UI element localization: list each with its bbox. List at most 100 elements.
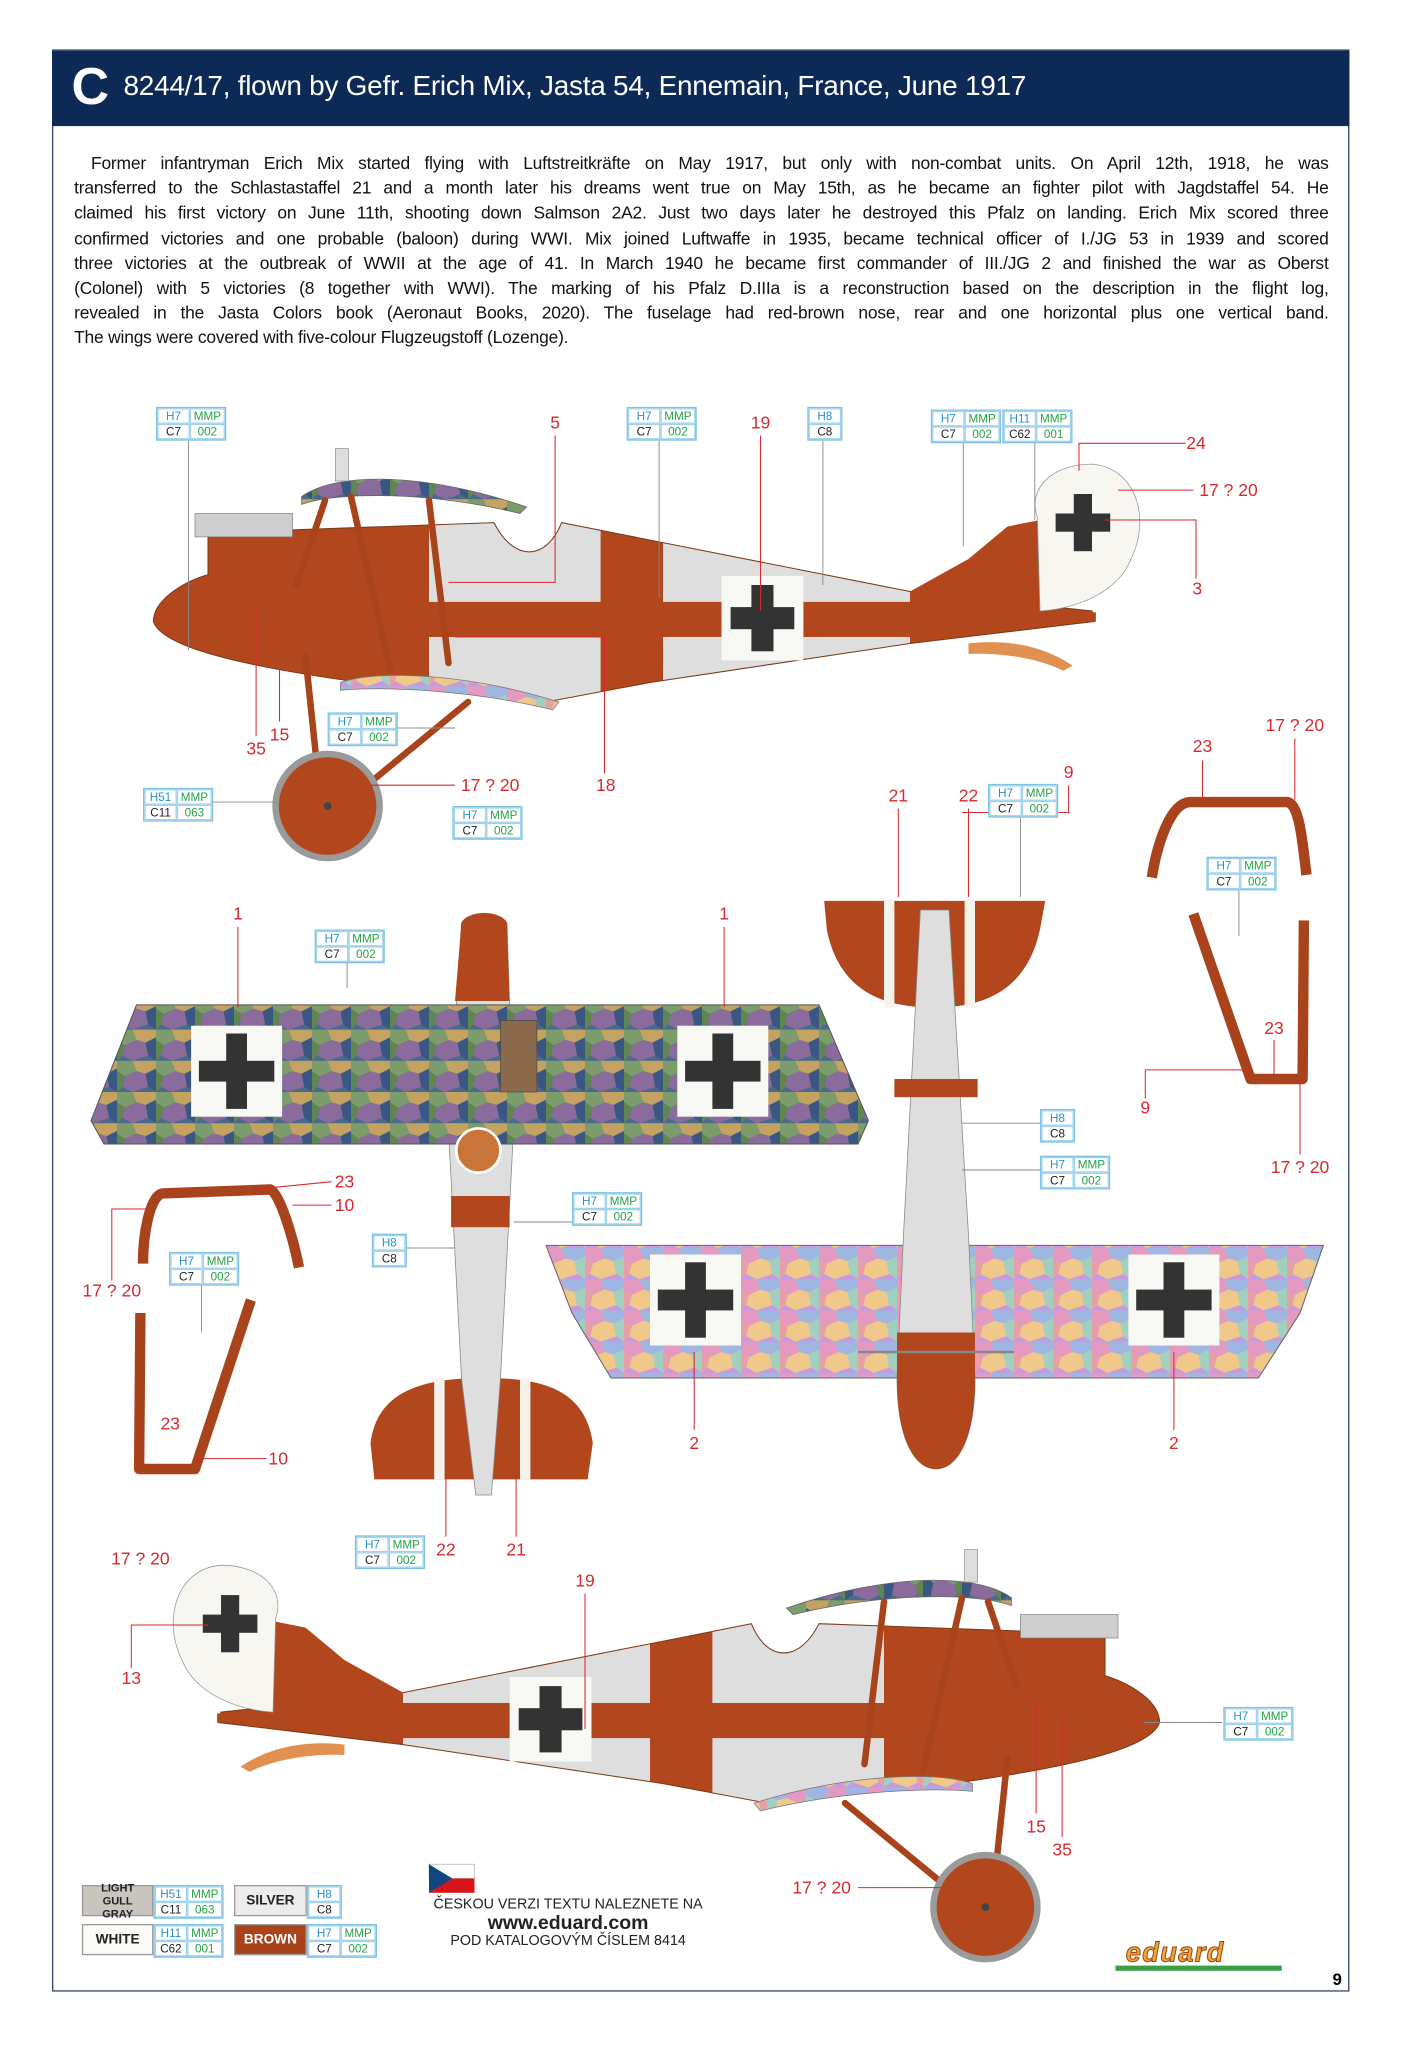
- description-line: The wings were covered with five-colour …: [74, 328, 569, 348]
- h-code: H51: [154, 1886, 188, 1902]
- czech-note-url[interactable]: www.eduard.com: [487, 1912, 649, 1935]
- mmp-code: 002: [202, 1268, 238, 1285]
- c-code: C7: [989, 800, 1022, 817]
- decal-number: 17 ? 20: [1270, 1157, 1330, 1178]
- description-text: Former infantryman Erich Mix started fly…: [74, 151, 1329, 351]
- h-code: H7: [157, 408, 190, 424]
- c-code: C7: [573, 1209, 606, 1225]
- h-code: H7: [573, 1193, 606, 1209]
- decal-number: 3: [1192, 579, 1203, 599]
- decal-number: 17 ? 20: [1265, 715, 1325, 736]
- mmp-code: MMP: [660, 408, 696, 424]
- mmp-code: 002: [1021, 800, 1057, 817]
- h-code: H7: [1207, 857, 1241, 874]
- description-line: (Colonel) with 5 victories (8 together w…: [74, 278, 1329, 298]
- mmp-code: 002: [1073, 1172, 1109, 1189]
- mmp-code: MMP: [1073, 1157, 1109, 1173]
- h-code: H7: [932, 410, 965, 427]
- mmp-code: 002: [486, 822, 522, 839]
- c-code: C7: [1207, 873, 1241, 890]
- decal-number: 23: [1192, 736, 1213, 756]
- c-code: C7: [170, 1268, 203, 1285]
- h-code: H11: [1003, 410, 1037, 427]
- c-code: C8: [1041, 1125, 1074, 1142]
- mmp-code: 002: [1257, 1723, 1293, 1740]
- h-code: H8: [373, 1235, 406, 1251]
- scheme-letter: C: [71, 58, 110, 116]
- mmp-code: 002: [964, 426, 1000, 442]
- decal-number: 10: [334, 1195, 355, 1215]
- mmp-code: 002: [388, 1552, 424, 1568]
- decal-number: 23: [160, 1413, 181, 1434]
- strut-details: [133, 796, 1312, 1475]
- h-code: H8: [808, 408, 842, 424]
- mmp-code: 063: [176, 804, 212, 821]
- leader-lines: [111, 435, 1301, 1889]
- h-code: H7: [627, 408, 661, 424]
- c-code: C11: [154, 1901, 188, 1918]
- mmp-code: MMP: [176, 789, 212, 805]
- legend-swatch: BROWN: [233, 1923, 307, 1956]
- decal-number: 2: [1169, 1433, 1179, 1453]
- decal-number: 35: [246, 739, 266, 759]
- mmp-code: 001: [1036, 426, 1072, 442]
- decal-number: 22: [958, 785, 979, 806]
- page-frame: [52, 49, 1350, 1992]
- mmp-code: MMP: [189, 408, 225, 424]
- mmp-code: MMP: [1240, 857, 1276, 874]
- c-code: C11: [144, 804, 177, 821]
- h-code: H7: [356, 1536, 389, 1553]
- mmp-code: MMP: [1021, 785, 1057, 801]
- decal-number: 15: [1026, 1816, 1046, 1837]
- decal-number: 9: [1063, 762, 1074, 782]
- mmp-code: 002: [660, 423, 696, 440]
- callout-lines: [188, 436, 1240, 1723]
- mmp-code: MMP: [202, 1253, 238, 1269]
- mmp-code: 002: [1240, 873, 1276, 890]
- decal-number: 21: [506, 1539, 526, 1560]
- decal-number: 5: [550, 412, 560, 433]
- c-code: C8: [308, 1901, 341, 1918]
- c-code: C7: [315, 946, 349, 962]
- scheme-title: 8244/17, flown by Gefr. Erich Mix, Jasta…: [123, 70, 1027, 102]
- c-code: C7: [1041, 1172, 1074, 1189]
- top-view: [90, 912, 869, 1496]
- header-bar: C 8244/17, flown by Gefr. Erich Mix, Jas…: [52, 50, 1350, 127]
- c-code: C7: [453, 822, 487, 839]
- eduard-logo-text: eduard: [1125, 1938, 1225, 1969]
- decal-number: 17 ? 20: [460, 775, 520, 795]
- c-code: C7: [1224, 1723, 1258, 1740]
- h-code: H7: [315, 930, 349, 947]
- h-code: H8: [1041, 1110, 1074, 1126]
- legend-swatch: LIGHT GULL GRAY: [81, 1881, 154, 1920]
- legend-swatch: WHITE: [81, 1923, 154, 1956]
- page-number: 9: [1332, 1969, 1342, 1989]
- decal-number: 35: [1052, 1840, 1072, 1860]
- decal-number: 10: [268, 1448, 288, 1469]
- description-line: transferred to the Schlastastaffel 21 an…: [74, 178, 1329, 198]
- decal-number: 21: [888, 785, 909, 806]
- decal-number: 2: [689, 1433, 700, 1453]
- mmp-code: 063: [187, 1901, 223, 1918]
- h-code: H8: [308, 1886, 341, 1902]
- h-code: H7: [328, 713, 362, 730]
- mmp-code: MMP: [361, 713, 397, 730]
- mmp-code: MMP: [1257, 1708, 1293, 1724]
- decal-number: 18: [596, 775, 616, 795]
- decal-number: 19: [750, 412, 771, 433]
- h-code: H7: [989, 785, 1022, 801]
- mmp-code: MMP: [187, 1925, 223, 1941]
